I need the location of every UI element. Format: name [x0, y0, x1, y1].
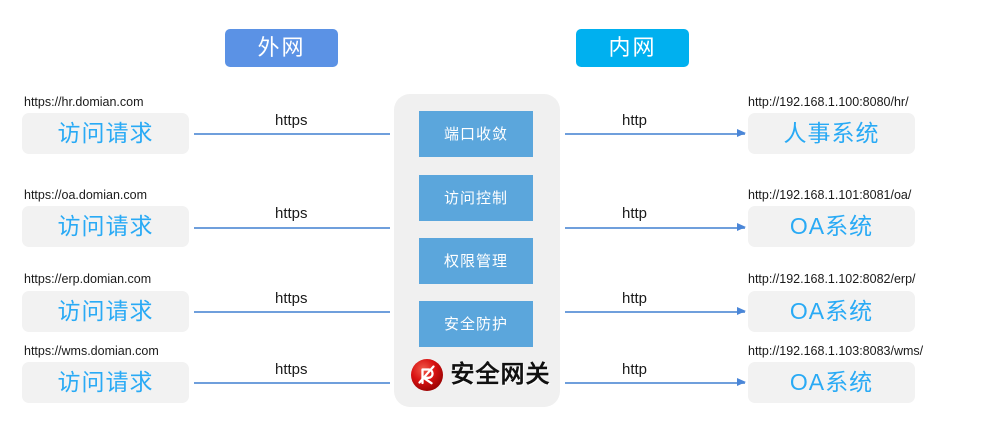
request-protocol-label: https [275, 112, 308, 129]
arrowhead-icon [737, 223, 746, 231]
gateway-feature-port-convergence[interactable]: 端口收敛 [419, 111, 533, 157]
forward-connector [565, 307, 746, 315]
forward-connector [565, 223, 746, 231]
gateway-feature-security-protection[interactable]: 安全防护 [419, 301, 533, 347]
forward-protocol-label: http [622, 290, 648, 307]
gateway-feature-label: 端口收敛 [443, 125, 508, 143]
connector-line [194, 227, 390, 229]
target-node[interactable]: OA系统 [748, 291, 915, 332]
target-caption: http://192.168.1.103:8083/wms/ [748, 344, 924, 358]
connector-line [194, 311, 390, 313]
forward-connector [565, 378, 746, 386]
target-node-label: OA系统 [789, 213, 874, 239]
zone-badge-external: 外网 [225, 29, 338, 67]
request-connector [194, 381, 390, 384]
arrowhead-icon [737, 378, 746, 386]
source-node-label: 访问请求 [57, 120, 154, 146]
source-node[interactable]: 访问请求 [22, 291, 189, 332]
source-node-label: 访问请求 [57, 298, 154, 324]
target-caption: http://192.168.1.100:8080/hr/ [748, 95, 909, 109]
source-caption: https://oa.domian.com [24, 188, 147, 202]
forward-connector [565, 129, 746, 137]
security-gateway-logo-icon [410, 358, 444, 392]
forward-protocol-label: http [622, 112, 648, 129]
target-node-label: 人事系统 [783, 120, 880, 146]
connector-line [565, 382, 745, 384]
source-caption: https://wms.domian.com [24, 344, 159, 358]
request-protocol-label: https [275, 290, 308, 307]
connector-line [565, 311, 745, 313]
request-connector [194, 132, 390, 135]
connector-line [194, 133, 390, 135]
target-node[interactable]: OA系统 [748, 362, 915, 403]
request-protocol-label: https [275, 361, 308, 378]
source-node[interactable]: 访问请求 [22, 362, 189, 403]
request-connector [194, 226, 390, 229]
zone-badge-internal: 内网 [576, 29, 689, 67]
target-node[interactable]: 人事系统 [748, 113, 915, 154]
arrowhead-icon [737, 129, 746, 137]
gateway-feature-access-control[interactable]: 访问控制 [419, 175, 533, 221]
zone-badge-external-label: 外网 [257, 35, 306, 60]
request-protocol-label: https [275, 205, 308, 222]
target-node-label: OA系统 [789, 369, 874, 395]
target-node[interactable]: OA系统 [748, 206, 915, 247]
gateway-brand-label: 安全网关 [450, 361, 551, 388]
source-node-label: 访问请求 [57, 213, 154, 239]
connector-line [565, 133, 745, 135]
target-caption: http://192.168.1.102:8082/erp/ [748, 272, 916, 286]
security-gateway-panel: 端口收敛 访问控制 权限管理 安全防护 [394, 94, 560, 407]
source-caption: https://erp.domian.com [24, 272, 152, 286]
forward-protocol-label: http [622, 205, 648, 222]
source-node[interactable]: 访问请求 [22, 206, 189, 247]
connector-line [565, 227, 745, 229]
target-node-label: OA系统 [789, 298, 874, 324]
source-node-label: 访问请求 [57, 369, 154, 395]
target-caption: http://192.168.1.101:8081/oa/ [748, 188, 912, 202]
source-node[interactable]: 访问请求 [22, 113, 189, 154]
arrowhead-icon [737, 307, 746, 315]
gateway-feature-label: 访问控制 [443, 189, 508, 207]
gateway-feature-label: 安全防护 [443, 315, 508, 333]
source-caption: https://hr.domian.com [24, 95, 144, 109]
zone-badge-internal-label: 内网 [608, 35, 657, 60]
gateway-feature-label: 权限管理 [443, 252, 508, 270]
gateway-feature-permission-management[interactable]: 权限管理 [419, 238, 533, 284]
request-connector [194, 310, 390, 313]
forward-protocol-label: http [622, 361, 648, 378]
gateway-brand: 安全网关 [405, 353, 555, 397]
connector-line [194, 382, 390, 384]
